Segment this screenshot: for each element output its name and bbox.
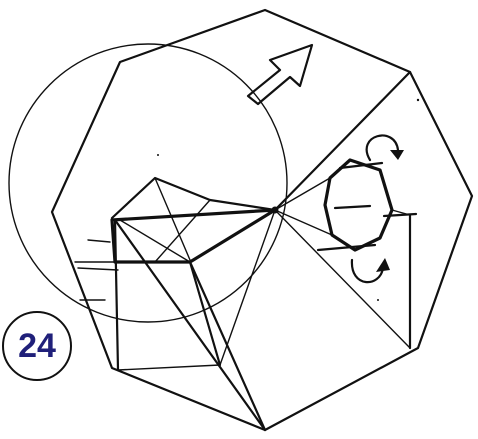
step-number: 24 — [18, 329, 56, 363]
hexagon-center-line — [335, 206, 370, 208]
right-hexagon-flap — [325, 160, 392, 250]
magnify-circle-icon — [9, 44, 287, 322]
left-flap-edge-2 — [78, 268, 118, 270]
fold-behind-arrowhead-bottom — [376, 258, 390, 272]
left-flap-crease-2 — [155, 200, 210, 262]
body-diagonal-4 — [275, 210, 410, 348]
speckle — [417, 99, 419, 101]
speckle — [157, 154, 159, 156]
hexagon-link-2 — [275, 210, 332, 235]
left-tick-2 — [88, 240, 110, 242]
body-diagonal-3 — [220, 210, 275, 365]
outline-arrow-icon — [248, 45, 312, 104]
body-edge-left — [115, 220, 118, 370]
fold-behind-arrowhead-top — [390, 150, 404, 160]
body-base — [118, 365, 220, 370]
diagonal-crease — [275, 72, 410, 210]
fold-behind-arrow-icon — [367, 136, 398, 160]
speckle — [377, 299, 379, 301]
step-number-badge: 24 — [2, 311, 72, 381]
center-point — [272, 207, 279, 214]
